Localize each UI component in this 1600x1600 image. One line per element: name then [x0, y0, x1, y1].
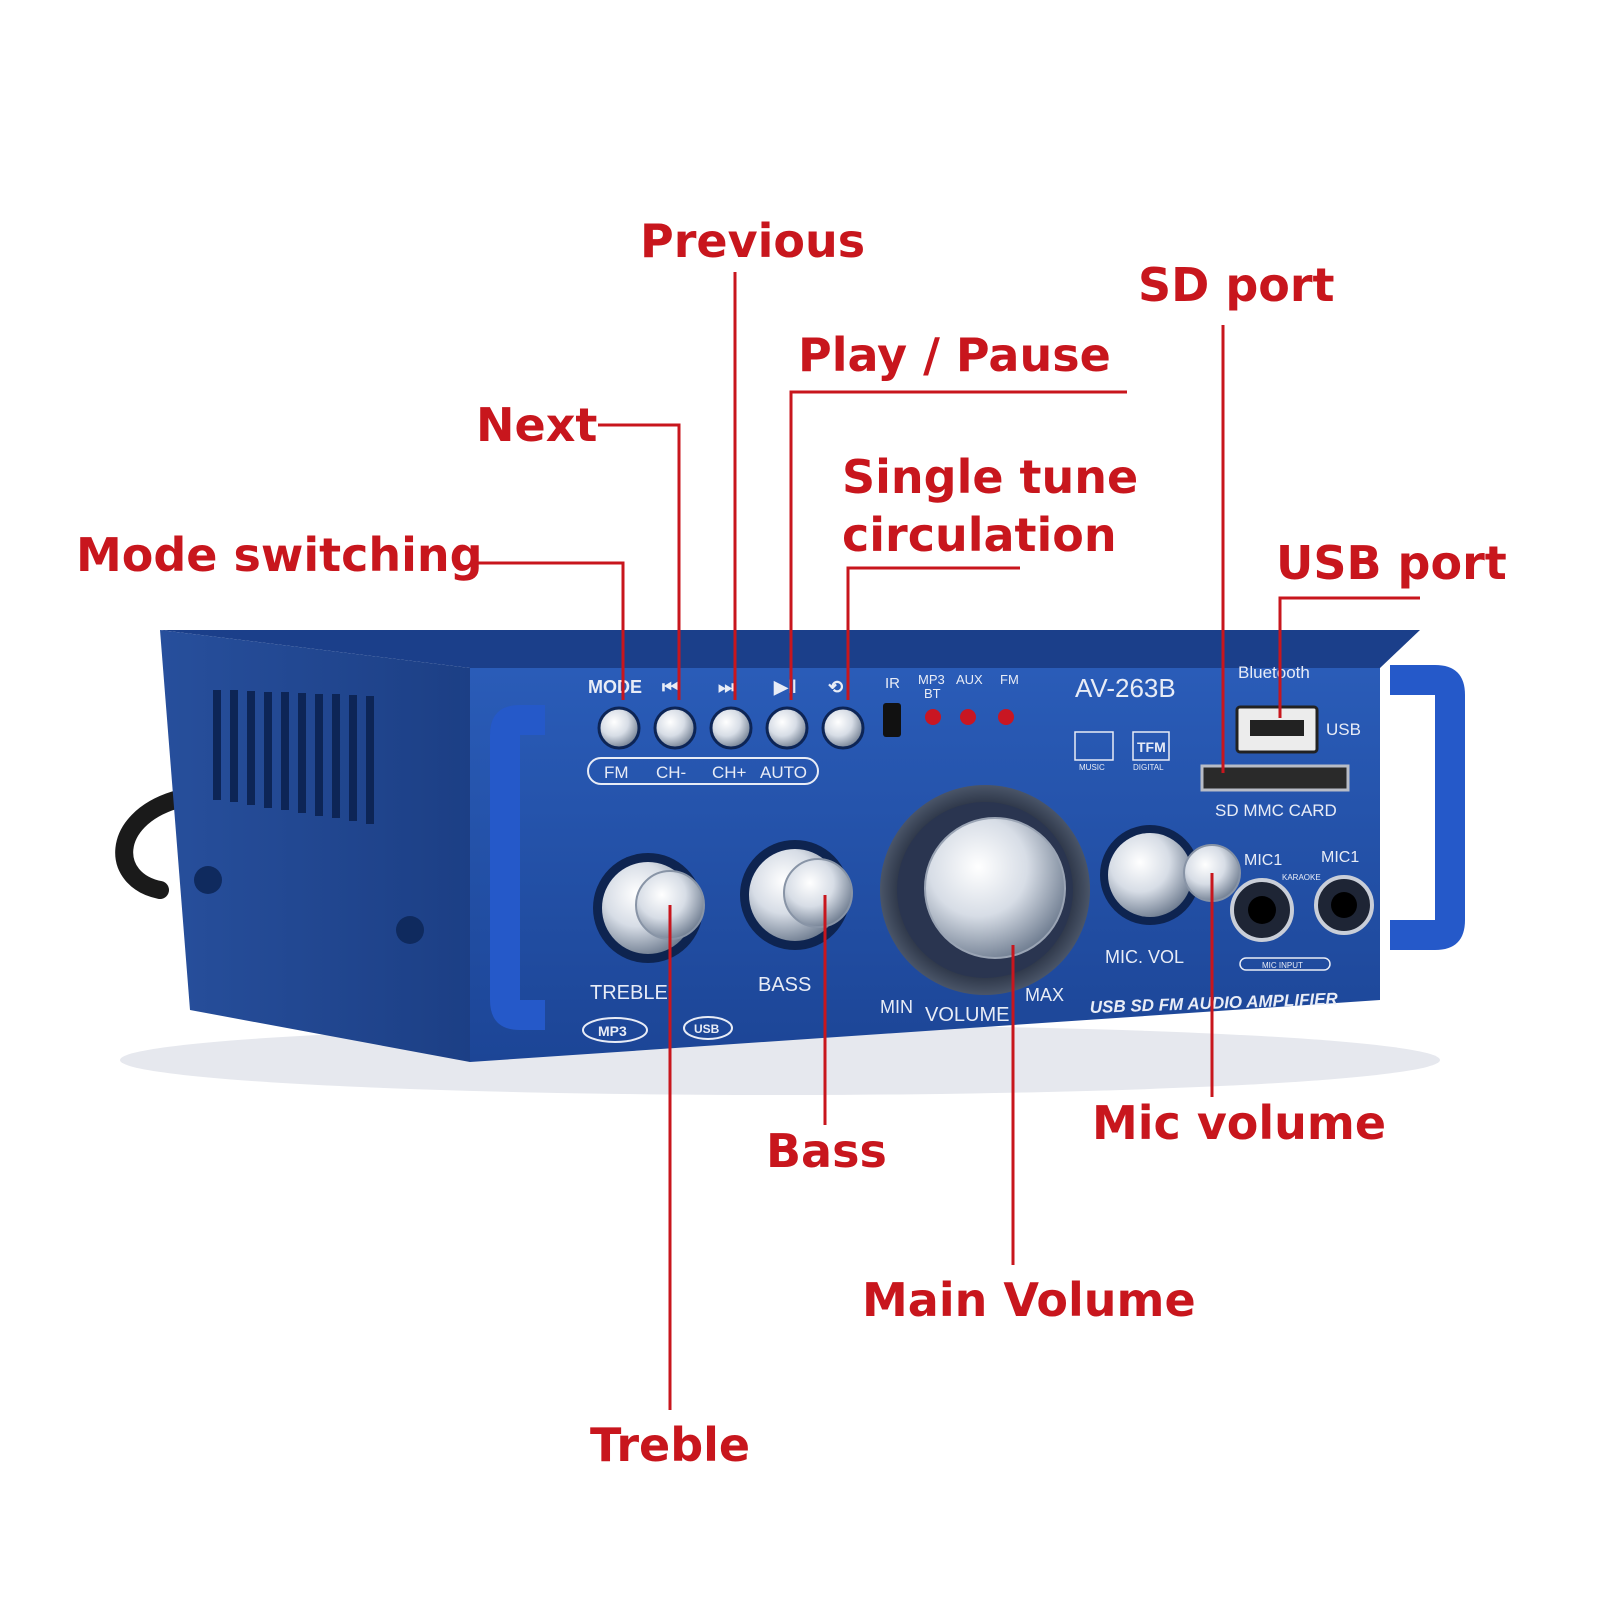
transport-buttons — [597, 706, 865, 750]
button-label-repeat: ⟲ — [828, 677, 843, 697]
button-label-prev: ⏮ — [662, 677, 678, 697]
ch-plus-button[interactable] — [709, 706, 753, 750]
led-mp3-bt — [925, 709, 941, 725]
mic1-right-label: MIC1 — [1321, 849, 1359, 866]
button-sublabel-auto: AUTO — [760, 763, 807, 782]
button-sublabel-ch-minus: CH- — [656, 763, 686, 782]
callout-single-tune: Single tune circulation — [842, 448, 1138, 564]
music-badge — [1074, 731, 1114, 761]
leader-usb-port — [1278, 596, 1420, 718]
led-label-fm: FM — [1000, 672, 1019, 687]
treble-panel-label: TREBLE — [590, 982, 668, 1004]
led-label-aux: AUX — [956, 672, 983, 687]
power-cable — [115, 791, 184, 899]
callout-previous: Previous — [640, 214, 866, 268]
button-label-frame — [587, 757, 819, 785]
led-label-mp3: MP3 — [918, 672, 945, 687]
led-label-bt: BT — [924, 686, 941, 701]
vent-slots — [213, 690, 374, 824]
mic-input-frame — [1239, 957, 1331, 971]
led-fm — [998, 709, 1014, 725]
callout-treble: Treble — [590, 1418, 751, 1472]
button-label-play: ▶‖ — [773, 677, 797, 697]
callout-next: Next — [476, 398, 598, 452]
button-sublabel-fm: FM — [604, 763, 629, 782]
bluetooth-label: Bluetooth — [1238, 663, 1310, 682]
callout-mic-volume: Mic volume — [1092, 1096, 1387, 1150]
callout-mode-switching: Mode switching — [76, 528, 483, 582]
karaoke-label: KARAOKE — [1282, 873, 1321, 882]
volume-min-label: MIN — [880, 997, 913, 1017]
model-label: AV-263B — [1075, 673, 1176, 703]
leader-single-tune — [846, 566, 1020, 700]
callout-main-volume: Main Volume — [862, 1273, 1196, 1327]
ir-receiver — [883, 703, 901, 737]
button-sublabel-ch-plus: CH+ — [712, 763, 747, 782]
badge-mp3-label: MP3 — [598, 1023, 627, 1039]
button-label-next: ⏭ — [718, 677, 735, 697]
volume-max-label: MAX — [1025, 985, 1064, 1005]
side-screw-icon — [194, 866, 222, 894]
ir-label: IR — [885, 675, 900, 692]
button-label-mode: MODE — [588, 677, 642, 697]
callout-single-tune-line2: circulation — [842, 508, 1117, 562]
mic1-left-label: MIC1 — [1244, 852, 1282, 869]
mic-input-label: MIC INPUT — [1262, 961, 1303, 970]
leader-mode-switching — [475, 561, 625, 700]
callout-play-pause: Play / Pause — [798, 328, 1111, 382]
usb-label: USB — [1326, 720, 1361, 739]
callout-lines — [475, 272, 1420, 1410]
side-screw-icon — [396, 916, 424, 944]
play-pause-button[interactable] — [765, 706, 809, 750]
main-volume-knob[interactable] — [880, 785, 1090, 995]
sd-card-label: SD MMC CARD — [1215, 801, 1337, 820]
usb-badge — [683, 1016, 733, 1040]
badge-tfm-label: TFM — [1137, 739, 1166, 755]
left-handle — [490, 705, 545, 1030]
led-aux — [960, 709, 976, 725]
mode-button[interactable] — [597, 706, 641, 750]
leader-next — [598, 423, 681, 700]
callout-usb-port: USB port — [1276, 536, 1507, 590]
repeat-button[interactable] — [821, 706, 865, 750]
callout-bass: Bass — [766, 1124, 887, 1178]
bass-panel-label: BASS — [758, 974, 811, 996]
tfm-badge — [1132, 731, 1170, 761]
bass-knob[interactable] — [740, 840, 853, 950]
badge-digital-label: DIGITAL — [1133, 763, 1164, 772]
badge-music-label: MUSIC — [1079, 763, 1105, 772]
mp3-badge — [582, 1017, 648, 1043]
mic-vol-panel-label: MIC. VOL — [1105, 947, 1184, 967]
usb-socket-slot — [1250, 720, 1304, 736]
ch-minus-button[interactable] — [653, 706, 697, 750]
sd-card-slot[interactable] — [1200, 764, 1350, 792]
badge-usb-label: USB — [694, 1022, 720, 1036]
callout-sd-port: SD port — [1138, 258, 1335, 312]
right-handle — [1390, 665, 1465, 950]
volume-panel-label: VOLUME — [925, 1004, 1009, 1026]
leader-play-pause — [789, 390, 1127, 700]
callout-single-tune-line1: Single tune — [842, 450, 1139, 504]
